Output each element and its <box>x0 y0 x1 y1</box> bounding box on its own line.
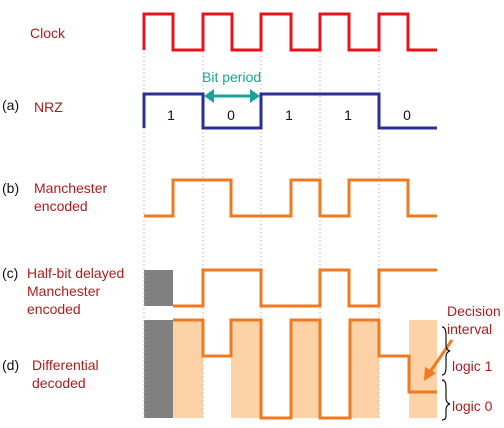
nrz-label: NRZ <box>34 99 63 115</box>
delayed-label-line2: Manchester <box>27 283 101 299</box>
bit-period-arrowhead-left <box>204 89 214 103</box>
decision-shade-2 <box>231 320 261 418</box>
logic1-label: logic 1 <box>452 358 493 374</box>
manchester-label-line2: encoded <box>34 198 88 214</box>
decision-shade-1 <box>173 320 203 418</box>
nrz-bit-1: 1 <box>167 107 175 123</box>
decision-arrow-shaft <box>428 339 454 373</box>
nrz-bit-4: 1 <box>344 107 352 123</box>
clock-label: Clock <box>30 25 66 41</box>
logic1-brace <box>441 326 451 376</box>
clock-trace <box>142 12 437 52</box>
nrz-bit-5: 0 <box>403 107 411 123</box>
bit-period-arrowhead-right <box>250 89 260 103</box>
delayed-label-line3: encoded <box>27 301 81 317</box>
label-a: (a) <box>2 97 20 113</box>
nrz-trace <box>142 92 437 130</box>
logic0-label: logic 0 <box>452 398 493 414</box>
nrz-bit-3: 1 <box>285 107 293 123</box>
label-d: (d) <box>2 357 20 373</box>
decision-shade-4 <box>350 320 379 418</box>
nrz-bit-2: 0 <box>227 107 235 123</box>
decision-label-line1: Decision <box>447 303 501 319</box>
label-c: (c) <box>2 265 19 281</box>
decision-label-line2: interval <box>447 321 493 337</box>
delayed-trace <box>173 268 437 308</box>
gray-shade-delayed <box>144 270 173 306</box>
bit-period-label: Bit period <box>202 69 262 85</box>
differential-label-line2: decoded <box>32 375 86 391</box>
gray-shade-decoded <box>144 320 173 418</box>
logic0-brace <box>441 379 451 421</box>
manchester-trace <box>144 178 437 218</box>
decision-shade-3 <box>291 320 320 418</box>
label-b: (b) <box>2 180 20 196</box>
decision-arrowhead <box>424 367 436 381</box>
delayed-label-line1: Half-bit delayed <box>27 265 125 281</box>
differential-trace <box>173 318 437 420</box>
differential-label-line1: Differential <box>32 357 99 373</box>
manchester-label-line1: Manchester <box>34 180 108 196</box>
